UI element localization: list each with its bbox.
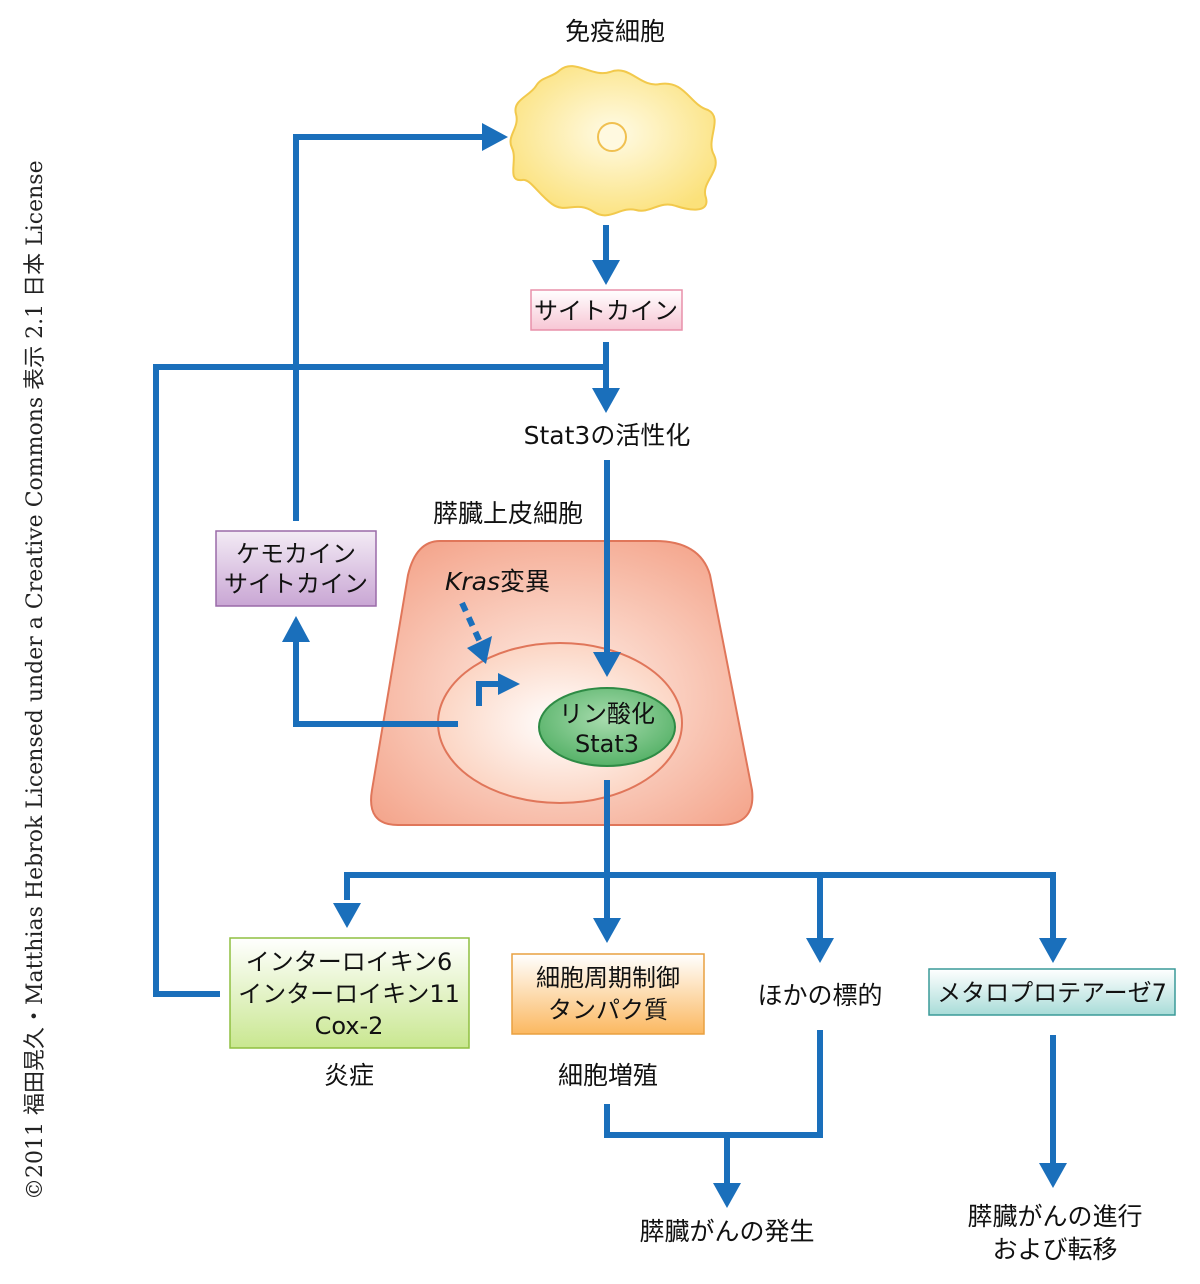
phospho-stat3-line2: Stat3 bbox=[575, 730, 639, 758]
arrow-phospho-to-targets bbox=[333, 780, 1067, 963]
stat3-activation-label: Stat3の活性化 bbox=[524, 421, 691, 450]
chemokine-cytokine-label: サイトカイン bbox=[224, 570, 368, 598]
cell-cycle-protein-label: タンパク質 bbox=[548, 996, 668, 1024]
mmp7-label: メタロプロテアーゼ7 bbox=[937, 979, 1167, 1007]
other-targets-label: ほかの標的 bbox=[757, 981, 882, 1010]
cancer-progression-label: 膵臓がんの進行 bbox=[967, 1202, 1142, 1231]
immune-cell-label: 免疫細胞 bbox=[565, 17, 665, 46]
cell-cycle-label: 細胞周期制御 bbox=[536, 964, 680, 992]
cancer-metastasis-label: および転移 bbox=[992, 1235, 1117, 1264]
chemokine-label: ケモカイン bbox=[236, 540, 356, 568]
license-credit: ©2011 福田晃久・Matthias Hebrok Licensed unde… bbox=[23, 160, 48, 1200]
kras-suffix-label: 変異 bbox=[500, 567, 550, 596]
arrow-kras-dashed bbox=[459, 601, 492, 664]
kras-gene-label: Kras bbox=[445, 567, 500, 596]
phospho-stat3-line1: リン酸化 bbox=[559, 700, 655, 728]
arrow-mmp7-to-progression bbox=[1039, 1035, 1067, 1188]
cytokine-label: サイトカイン bbox=[534, 297, 678, 325]
arrow-il-feedback-loop bbox=[153, 364, 606, 997]
cell-cycle-box bbox=[511, 953, 705, 1035]
inflammation-label: 炎症 bbox=[324, 1061, 374, 1090]
phospho-stat3-shape bbox=[538, 687, 676, 767]
chemokine-cytokine-box bbox=[215, 530, 377, 607]
arrow-chemokine-to-immune bbox=[293, 123, 508, 521]
interleukin-box bbox=[229, 937, 470, 1049]
epithelial-cell-label: 膵臓上皮細胞 bbox=[433, 499, 583, 528]
arrow-nucleus-to-chemokine bbox=[282, 616, 458, 727]
cancer-onset-label: 膵臓がんの発生 bbox=[639, 1217, 814, 1246]
cytokine-box bbox=[530, 289, 683, 331]
arrow-immune-to-cytokine bbox=[592, 225, 620, 285]
cell-proliferation-label: 細胞増殖 bbox=[558, 1061, 658, 1090]
mmp7-box bbox=[928, 968, 1176, 1016]
cox2-label: Cox-2 bbox=[315, 1012, 384, 1040]
arrow-cytokine-to-stat3 bbox=[592, 342, 620, 413]
il6-label: インターロイキン6 bbox=[246, 948, 453, 976]
arrow-to-cancer-onset bbox=[604, 1030, 823, 1208]
il11-label: インターロイキン11 bbox=[238, 980, 460, 1008]
kras-mutation-label: Kras変異 bbox=[445, 567, 550, 596]
transcription-start-arrow bbox=[476, 673, 520, 706]
immune-cell-nucleus bbox=[597, 122, 627, 152]
arrow-stat3-to-phospho bbox=[593, 460, 621, 677]
